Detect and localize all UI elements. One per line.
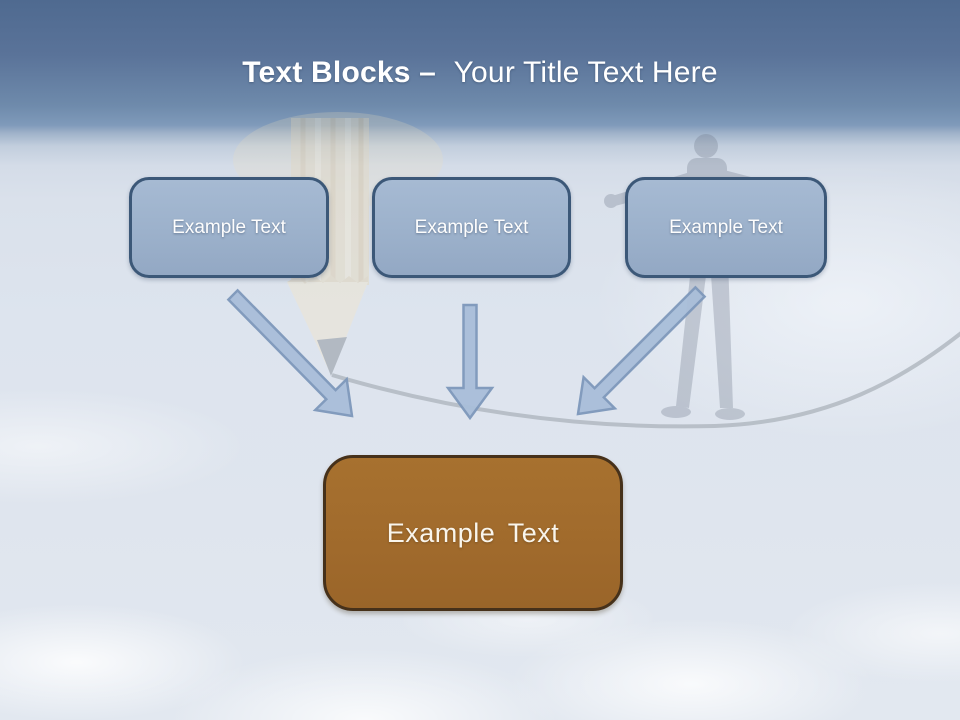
text-block-2[interactable]: Example Text: [372, 177, 571, 278]
arrow-right-icon[interactable]: [576, 285, 707, 416]
text-block-1[interactable]: Example Text: [129, 177, 329, 278]
arrow-middle-icon[interactable]: [445, 303, 495, 421]
text-block-1-label: Example Text: [172, 216, 286, 238]
rope-line: [331, 331, 960, 429]
target-text-block[interactable]: Example Text: [323, 455, 623, 611]
target-text-block-label: Example Text: [386, 517, 560, 548]
arrow-left-icon[interactable]: [226, 288, 354, 418]
slide-title-bold: Text Blocks –: [242, 56, 437, 89]
slide-title: Text Blocks – Your Title Text Here: [0, 55, 960, 91]
text-block-3-label: Example Text: [669, 216, 783, 238]
text-block-3[interactable]: Example Text: [625, 177, 827, 278]
text-block-2-label: Example Text: [414, 216, 529, 238]
slide-title-regular: Your Title Text Here: [453, 56, 718, 89]
